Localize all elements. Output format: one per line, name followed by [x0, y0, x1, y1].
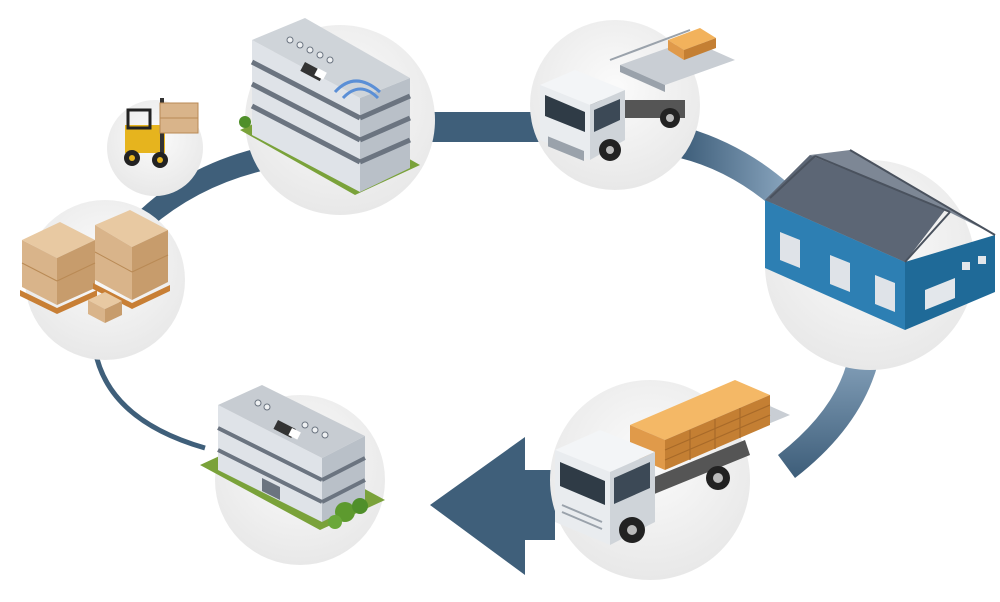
forklift-icon: [124, 98, 199, 168]
arrow-factory-to-pallets: [92, 349, 206, 451]
factory-building-icon: [200, 385, 385, 530]
flatbed-truck-icon: [540, 28, 735, 161]
arrow-head-left: [430, 437, 555, 575]
office-building-icon: [239, 18, 420, 195]
cycle-arrows: [92, 112, 882, 575]
arrow-office-to-truck: [432, 112, 545, 142]
warehouse-icon: [765, 149, 996, 330]
arrow-truck-to-warehouse: [680, 128, 790, 205]
arrow-pallets-to-office: [135, 147, 266, 228]
arrow-warehouse-to-loaded-truck: [778, 345, 882, 478]
pallet-boxes-icon: [20, 210, 170, 323]
loaded-truck-icon: [555, 380, 790, 545]
